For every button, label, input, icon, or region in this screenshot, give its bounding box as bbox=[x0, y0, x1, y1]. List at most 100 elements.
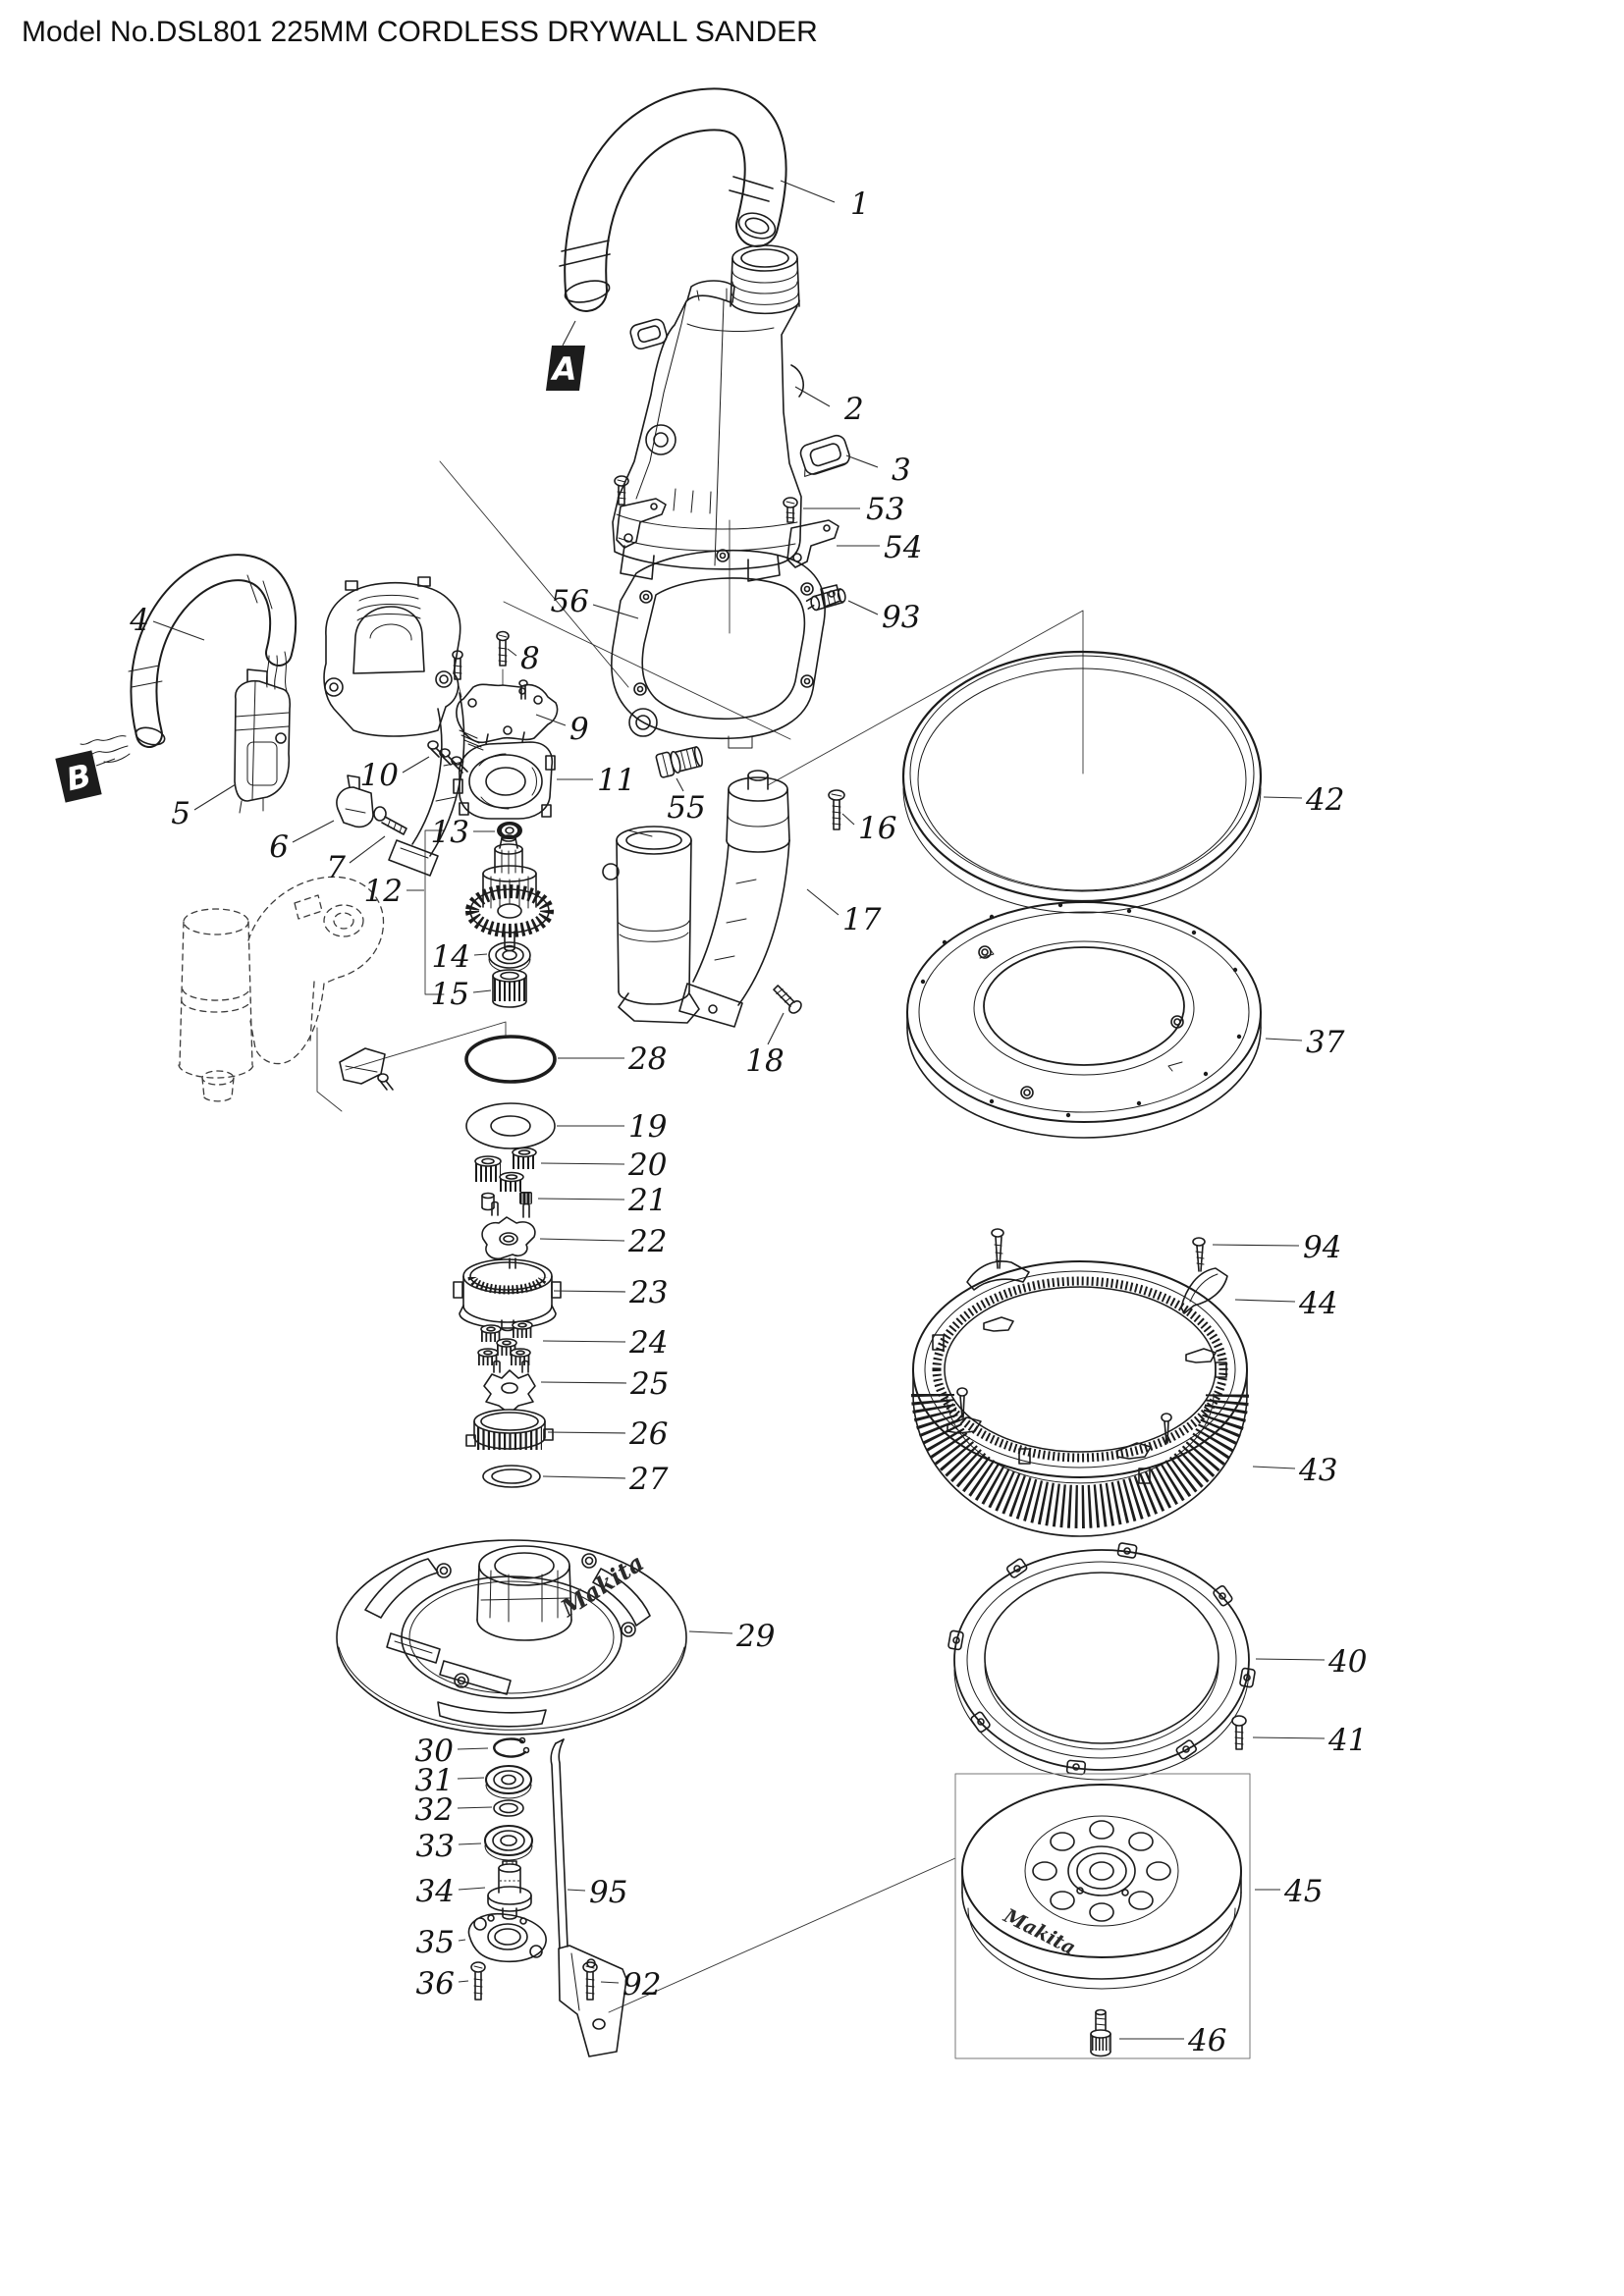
part-number-31: 31 bbox=[415, 1763, 454, 1798]
leader-line-15 bbox=[472, 989, 492, 993]
part-washer-19 bbox=[465, 1102, 556, 1149]
leader-line-33 bbox=[458, 1842, 482, 1845]
leader-view-marker-A bbox=[562, 320, 576, 347]
part-joint-93 bbox=[805, 588, 846, 612]
part-screw-94 bbox=[1192, 1237, 1206, 1272]
makita-logo-backing-pad: Makita bbox=[1000, 1903, 1080, 1960]
leader-line-1 bbox=[780, 180, 836, 203]
part-number-44: 44 bbox=[1298, 1286, 1337, 1321]
part-washer-27 bbox=[482, 1465, 541, 1488]
leader-line-26 bbox=[547, 1431, 626, 1434]
part-number-5: 5 bbox=[171, 796, 190, 831]
part-screw-53 bbox=[783, 497, 798, 523]
page-title: Model No.DSL801 225MM CORDLESS DRYWALL S… bbox=[22, 16, 818, 48]
part-number-22: 22 bbox=[627, 1224, 667, 1259]
part-number-53: 53 bbox=[866, 492, 904, 527]
part-number-16: 16 bbox=[858, 811, 896, 846]
part-pins-21 bbox=[481, 1192, 532, 1211]
part-switch-cap bbox=[629, 318, 668, 350]
part-number-29: 29 bbox=[735, 1619, 775, 1654]
part-backing-pad-45: Makita bbox=[961, 1784, 1242, 1990]
leader-view-marker-B bbox=[95, 758, 116, 767]
leader-line-21 bbox=[537, 1198, 625, 1201]
leader-line-55 bbox=[676, 777, 684, 792]
part-number-93: 93 bbox=[882, 600, 920, 635]
leader-line-25 bbox=[540, 1381, 627, 1384]
leader-line-22 bbox=[539, 1238, 625, 1242]
part-number-24: 24 bbox=[628, 1325, 668, 1361]
part-number-55: 55 bbox=[667, 790, 705, 826]
leader-line-2 bbox=[794, 386, 831, 407]
part-spindle-34 bbox=[487, 1860, 532, 1920]
part-number-92: 92 bbox=[623, 1967, 661, 2002]
leader-line-35 bbox=[458, 1939, 466, 1942]
ghost-tool-outline bbox=[178, 876, 394, 1102]
leader-line-16 bbox=[841, 813, 855, 826]
part-number-6: 6 bbox=[269, 829, 289, 865]
leader-line-92 bbox=[600, 1981, 620, 1984]
part-bearing-33 bbox=[484, 1825, 533, 1861]
part-number-10: 10 bbox=[360, 758, 399, 793]
part-number-21: 21 bbox=[627, 1183, 667, 1218]
part-number-2: 2 bbox=[843, 392, 864, 427]
part-number-27: 27 bbox=[628, 1462, 669, 1497]
part-number-13: 13 bbox=[431, 815, 469, 850]
part-lock-rod-95 bbox=[550, 1738, 627, 2057]
part-number-54: 54 bbox=[884, 530, 922, 565]
part-ring-gear-23 bbox=[453, 1258, 562, 1332]
part-number-56: 56 bbox=[551, 584, 589, 619]
part-stopper-54-left bbox=[616, 498, 667, 549]
part-circlip-30 bbox=[493, 1736, 530, 1758]
part-hook-6 bbox=[336, 774, 374, 828]
leader-line-56 bbox=[592, 604, 639, 619]
leader-line-7 bbox=[349, 835, 386, 864]
leader-line-43 bbox=[1252, 1466, 1296, 1469]
part-number-4: 4 bbox=[129, 603, 149, 638]
part-bolt-46 bbox=[1090, 2008, 1111, 2057]
part-oring-28 bbox=[464, 1035, 557, 1084]
part-number-42: 42 bbox=[1305, 782, 1344, 818]
leader-line-36 bbox=[458, 1980, 469, 1983]
part-brush-ring bbox=[911, 1260, 1249, 1537]
leader-line-34 bbox=[458, 1887, 486, 1891]
part-number-28: 28 bbox=[627, 1041, 667, 1077]
part-pad-holder: Makita bbox=[336, 1539, 687, 1735]
leader-line-3 bbox=[845, 454, 879, 468]
part-screw-18 bbox=[773, 985, 802, 1014]
part-screw-92 bbox=[582, 1961, 598, 2001]
leader-line-29 bbox=[688, 1630, 733, 1634]
part-number-8: 8 bbox=[520, 641, 540, 676]
leader-line-95 bbox=[567, 1889, 586, 1892]
part-number-40: 40 bbox=[1327, 1644, 1367, 1680]
leader-line-9 bbox=[535, 714, 567, 726]
part-spindle-plate-22 bbox=[481, 1201, 536, 1269]
part-bolt-55 bbox=[655, 746, 703, 778]
leader-line-5 bbox=[193, 783, 237, 811]
part-bearing-box-35 bbox=[467, 1912, 547, 1963]
part-number-18: 18 bbox=[745, 1043, 784, 1079]
part-number-35: 35 bbox=[416, 1925, 455, 1960]
part-bearing-31 bbox=[485, 1765, 532, 1799]
leader-line-23 bbox=[553, 1290, 626, 1293]
part-number-23: 23 bbox=[628, 1275, 668, 1310]
part-number-25: 25 bbox=[629, 1366, 669, 1402]
view-marker-a: A bbox=[546, 346, 585, 391]
part-number-20: 20 bbox=[627, 1148, 667, 1183]
leader-line-20 bbox=[540, 1162, 625, 1165]
leader-line-42 bbox=[1263, 796, 1303, 799]
leader-line-31 bbox=[457, 1777, 485, 1780]
part-baffle-plate bbox=[456, 683, 559, 751]
leader-line-40 bbox=[1255, 1658, 1326, 1661]
part-field-stator bbox=[453, 731, 556, 820]
part-bearing-13 bbox=[497, 822, 522, 839]
leader-line-94 bbox=[1212, 1244, 1300, 1247]
leader-line-30 bbox=[457, 1747, 489, 1750]
leader-line-24 bbox=[542, 1340, 626, 1343]
part-base-plate bbox=[611, 549, 841, 749]
part-number-36: 36 bbox=[416, 1966, 455, 2002]
part-number-14: 14 bbox=[432, 939, 470, 975]
part-number-19: 19 bbox=[628, 1109, 667, 1145]
part-number-46: 46 bbox=[1187, 2023, 1226, 2058]
part-number-7: 7 bbox=[326, 850, 346, 885]
